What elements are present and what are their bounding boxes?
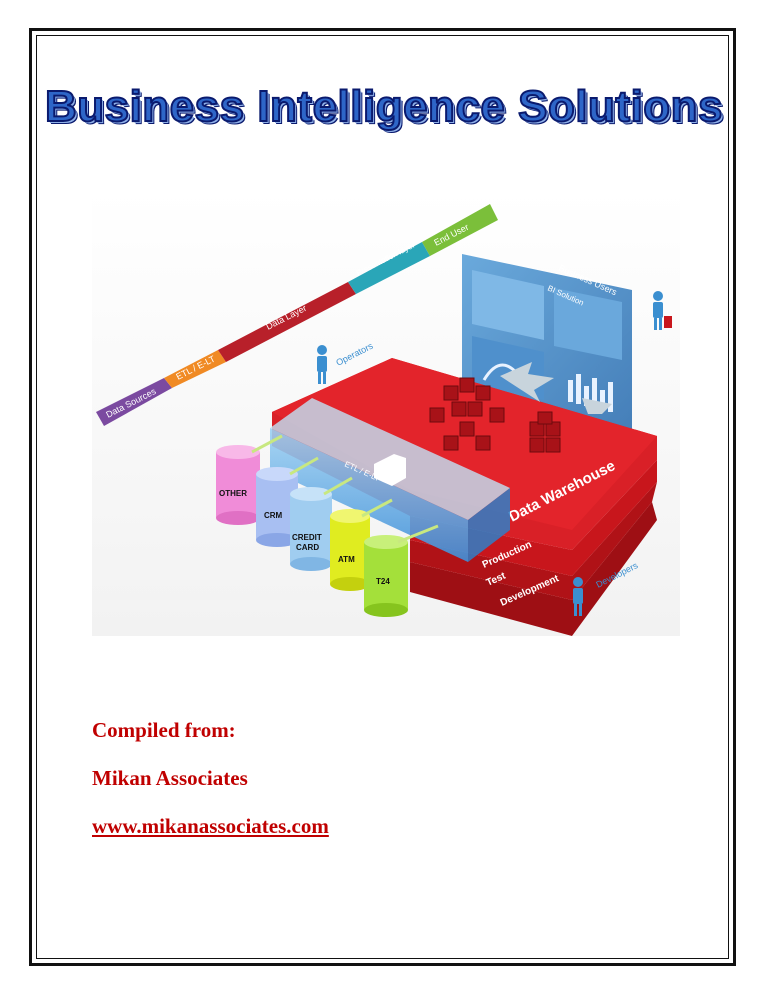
compiled-from-label: Compiled from:	[92, 718, 236, 742]
etl-box: ETL / E-LT	[270, 398, 510, 562]
cylinder-other: OTHER	[216, 434, 283, 525]
cylinder-atm: ATM	[330, 498, 393, 591]
website-link[interactable]: www.mikanassociates.com	[92, 814, 329, 838]
data-source-cylinders: OTHER CRM CREDIT CARD	[216, 434, 439, 617]
warehouse-stack	[272, 358, 657, 636]
document-title: Business Intelligence Solutions	[44, 81, 724, 132]
cylinder-label: CREDIT CARD	[292, 533, 324, 552]
cylinder-label: OTHER	[219, 489, 247, 498]
page-border-inner	[36, 35, 729, 959]
organization-name: Mikan Associates	[92, 766, 248, 790]
bi-architecture-diagram: Data Sources ETL / E-LT Data Layer Prese…	[92, 190, 680, 636]
data-cube-cluster-large	[429, 377, 505, 451]
cylinder-credit-card: CREDIT CARD	[290, 476, 353, 571]
credit-card-label: CREDIT	[292, 533, 322, 542]
credit-card-label: CARD	[296, 543, 319, 552]
flow-arrow-icon	[582, 398, 612, 414]
data-cube-cluster-small	[529, 411, 561, 453]
cylinder-t24: T24	[364, 524, 439, 617]
cylinder-label: CRM	[264, 511, 283, 520]
bar-chart-icon	[568, 374, 613, 412]
page-border-outer	[29, 28, 736, 966]
flow-arrow-icon	[500, 362, 554, 402]
business-user-figure	[653, 291, 672, 330]
cylinder-label: T24	[376, 577, 390, 586]
cylinder-label: ATM	[338, 555, 355, 564]
